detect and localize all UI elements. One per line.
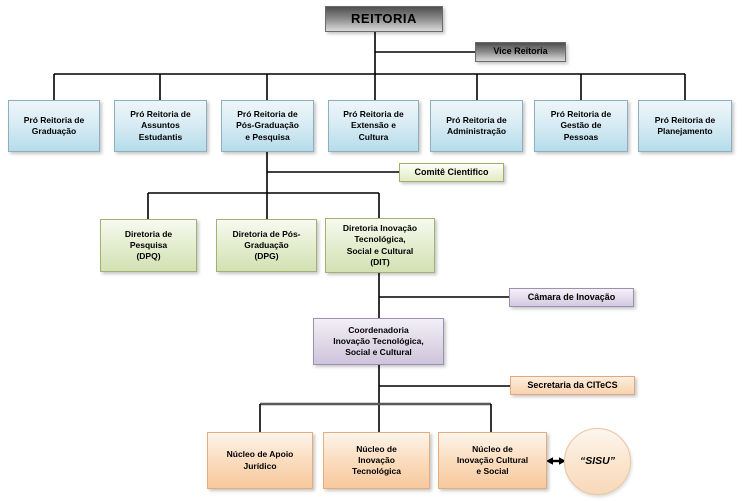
node-pro-reitoria-assuntos-estudantis: Pró Reitoria de Assuntos Estudantis [114,100,207,152]
node-pro-reitoria-pos-graduacao-pesquisa: Pró Reitoria de Pós-Graduação e Pesquisa [221,100,314,152]
node-diretoria-pesquisa: Diretoria de Pesquisa (DPQ) [100,219,197,272]
node-camara-inovacao: Câmara de Inovação [509,288,634,307]
node-coordenadoria-citecs: Coordenadoria Inovação Tecnológica, Soci… [313,318,444,365]
node-diretoria-pos-graduacao: Diretoria de Pós- Graduação (DPG) [216,219,317,272]
node-nucleo-inovacao-cultural-social: Núcleo de Inovação Cultural e Social [438,432,547,489]
node-nucleo-inovacao-tecnologica: Núcleo de Inovação Tecnológica [323,432,430,489]
node-pro-reitoria-administracao: Pró Reitoria de Administração [430,100,523,152]
node-vice-reitoria: Vice Reitoria [475,42,566,62]
node-pro-reitoria-graduacao: Pró Reitoria de Graduação [8,100,100,152]
node-pro-reitoria-extensao-cultura: Pró Reitoria de Extensão e Cultura [328,100,419,152]
double-arrow-icon [546,457,566,465]
node-diretoria-inovacao-dit: Diretoria Inovação Tecnológica, Social e… [325,218,435,273]
node-comite-cientifico: Comitê Cientifico [399,163,504,182]
node-pro-reitoria-planejamento: Pró Reitoria de Planejamento [638,100,732,152]
node-nucleo-apoio-juridico: Núcleo de Apoio Jurídico [207,432,313,489]
node-secretaria-citecs: Secretaria da CITeCS [510,376,635,395]
node-pro-reitoria-gestao-pessoas: Pró Reitoria de Gestão de Pessoas [534,100,628,152]
node-reitoria: REITORIA [325,6,443,32]
node-sisu-circle: “SISU” [564,428,631,495]
